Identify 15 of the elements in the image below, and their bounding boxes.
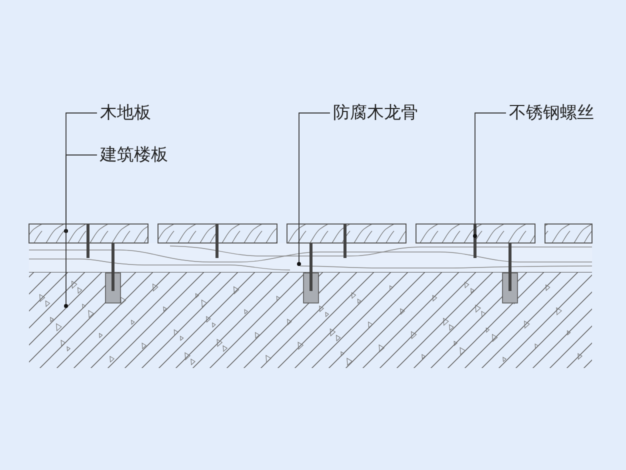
floor-plank	[286, 224, 406, 244]
floor-plank	[28, 224, 148, 244]
leader-line	[297, 112, 330, 266]
floor-plank	[158, 224, 278, 244]
part-label: 建筑楼板	[100, 145, 168, 165]
stainless-screw	[474, 224, 476, 258]
part-label: 不锈钢螺丝	[509, 103, 594, 123]
leader-line	[64, 112, 98, 233]
leader-line	[64, 154, 98, 308]
part-label: 木地板	[100, 103, 151, 123]
part-label: 防腐木龙骨	[333, 103, 418, 123]
wood-joist-layer	[28, 243, 592, 272]
floor-plank	[416, 224, 536, 244]
floor-plank	[544, 224, 592, 244]
leader-line	[473, 112, 506, 238]
